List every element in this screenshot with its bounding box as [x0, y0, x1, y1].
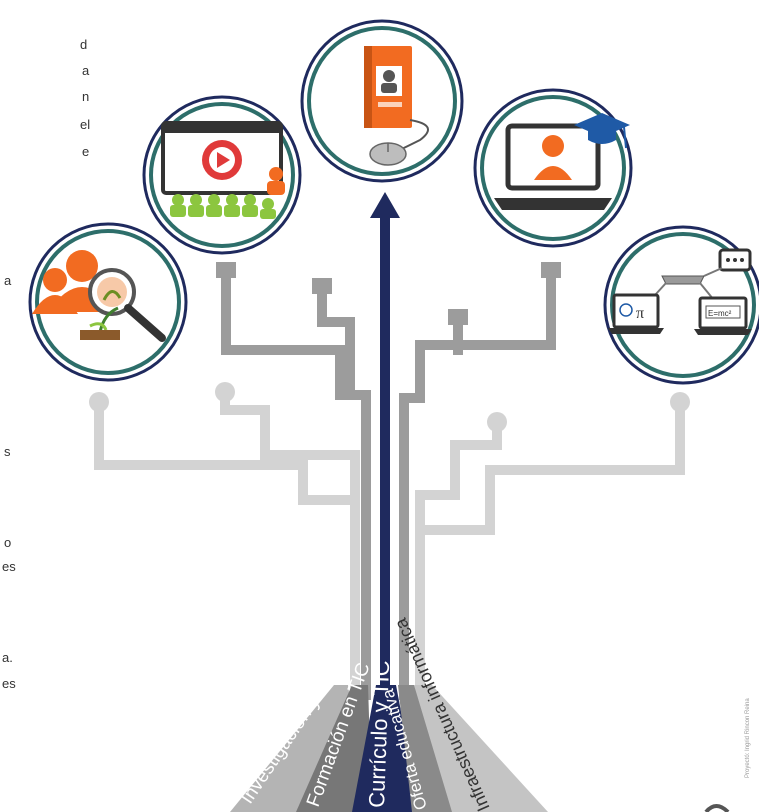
margin-fragment: o — [4, 535, 12, 550]
margin-fragment: s — [4, 444, 11, 459]
outer-branches — [94, 392, 685, 700]
outer-branch-nodes — [89, 382, 690, 432]
margin-fragment: d — [80, 37, 88, 52]
margin-fragment: n — [82, 89, 90, 104]
margin-fragment: a. — [2, 650, 13, 665]
trunk-strips — [230, 685, 548, 812]
branch-label-curriculum: Currículo y TIC — [364, 660, 394, 808]
margin-fragment: es — [2, 559, 16, 574]
formula-label: E=mc² — [708, 309, 732, 318]
circle-graduate — [473, 88, 633, 248]
video-lecture-icon — [161, 121, 285, 219]
margin-fragment: es — [2, 676, 16, 691]
online-graduate-laptop-icon — [494, 113, 630, 210]
central-arrow — [370, 192, 400, 724]
circle-video — [142, 95, 302, 255]
margin-fragment: a — [82, 63, 90, 78]
circle-network: π E=mc² — [603, 225, 759, 385]
margin-fragment: a — [4, 273, 12, 288]
inner-branch-terminals — [216, 262, 561, 325]
circle-ebook — [300, 19, 464, 183]
pi-symbol: π — [636, 305, 644, 322]
e-book-mouse-icon — [364, 46, 429, 166]
margin-fragment: e — [82, 144, 90, 159]
margin-fragment: el — [80, 117, 91, 132]
circle-research — [28, 222, 188, 382]
research-magnifier-icon — [32, 250, 166, 342]
networked-computers-icon: π E=mc² — [608, 248, 752, 335]
design-credit: Proyectó: Ingrid Rincon Reina — [745, 698, 751, 778]
corner-mark — [704, 804, 730, 812]
